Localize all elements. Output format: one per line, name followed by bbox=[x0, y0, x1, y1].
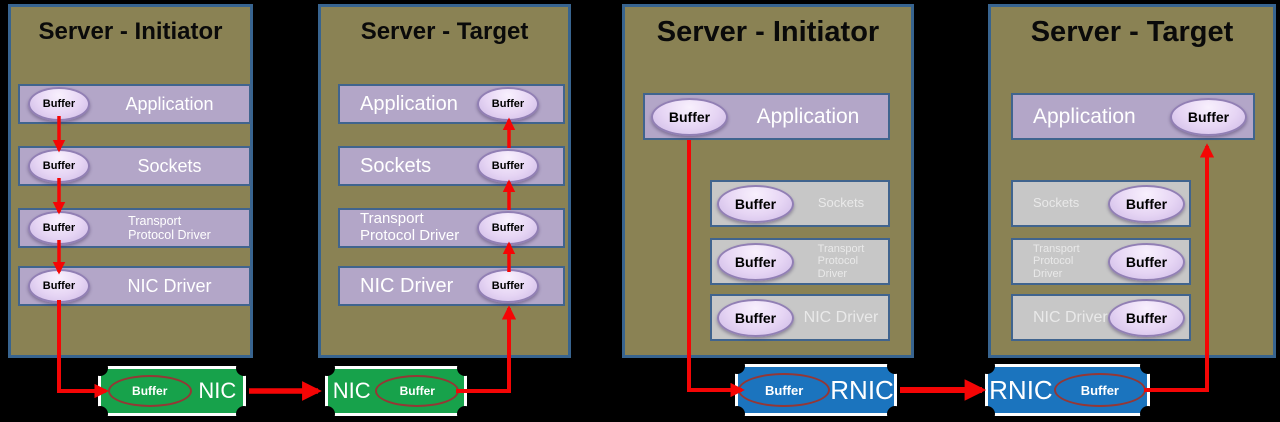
layer-label: Transport Protocol Driver bbox=[1013, 243, 1108, 280]
buffer-oval: Buffer bbox=[717, 242, 794, 281]
buffer-oval: Buffer bbox=[1053, 373, 1146, 407]
label-line: Protocol Driver bbox=[360, 227, 460, 244]
buffer-oval: Buffer bbox=[28, 87, 90, 121]
label-lines: Transport Protocol Driver bbox=[360, 210, 460, 245]
server-title: Server - Initiator bbox=[656, 16, 880, 48]
layer-sockets-bypassed: Sockets Buffer bbox=[1011, 180, 1191, 227]
corner-notch bbox=[887, 358, 903, 374]
corner-notch bbox=[729, 406, 745, 422]
buffer-oval: Buffer bbox=[1170, 97, 1247, 136]
layer-nic-driver: NIC Driver Buffer bbox=[338, 266, 565, 306]
corner-notch bbox=[236, 360, 252, 376]
buffer-oval: Buffer bbox=[28, 211, 90, 245]
corner-notch bbox=[729, 358, 745, 374]
layer-label: NIC Driver bbox=[127, 275, 212, 296]
buffer-oval: Buffer bbox=[477, 149, 539, 183]
layer-label: Transport Protocol Driver bbox=[794, 243, 888, 280]
server-title: Server - Initiator bbox=[38, 18, 223, 45]
layer-application: Buffer Application bbox=[18, 84, 251, 124]
server-title: Server - Target bbox=[360, 18, 529, 45]
label-line: Driver bbox=[1033, 267, 1063, 280]
rnic-label: RNIC bbox=[830, 374, 894, 405]
layer-label: Transport Protocol Driver bbox=[340, 210, 477, 245]
layer-label: NIC Driver bbox=[1033, 308, 1108, 326]
layer-transport-protocol-driver: Buffer Transport Protocol Driver bbox=[18, 208, 251, 248]
label-line: Protocol Driver bbox=[128, 228, 211, 242]
label-line: Driver bbox=[817, 267, 847, 280]
layer-label: Application bbox=[1033, 104, 1136, 128]
corner-notch bbox=[979, 358, 995, 374]
layer-label: NIC Driver bbox=[803, 308, 879, 326]
nic-label: NIC bbox=[198, 378, 237, 403]
layer-transport-protocol-driver: Transport Protocol Driver Buffer bbox=[338, 208, 565, 248]
layer-transport-bypassed: Transport Protocol Driver Buffer bbox=[1011, 238, 1191, 285]
corner-notch bbox=[887, 406, 903, 422]
layer-label: Sockets bbox=[137, 155, 202, 176]
buffer-oval: Buffer bbox=[375, 375, 460, 407]
buffer-oval: Buffer bbox=[738, 373, 831, 407]
buffer-oval: Buffer bbox=[717, 298, 794, 337]
layer-application: Application Buffer bbox=[1011, 93, 1255, 140]
server-target-rdma: Server - Target Application Buffer Socke… bbox=[988, 4, 1276, 358]
buffer-oval: Buffer bbox=[651, 97, 728, 136]
layer-label: Sockets bbox=[817, 195, 865, 211]
label-line: Protocol bbox=[817, 255, 859, 268]
nic-initiator: Buffer NIC bbox=[92, 360, 252, 422]
buffer-oval: Buffer bbox=[107, 375, 192, 407]
label-line: Transport bbox=[128, 214, 182, 228]
label-line: Transport bbox=[1033, 243, 1080, 256]
layer-application: Buffer Application bbox=[643, 93, 890, 140]
layer-label: Sockets bbox=[360, 154, 432, 177]
layer-sockets-bypassed: Buffer Sockets bbox=[710, 180, 890, 227]
layer-label: Application bbox=[756, 104, 860, 128]
buffer-oval: Buffer bbox=[477, 269, 539, 303]
corner-notch bbox=[236, 406, 252, 422]
layer-nic-driver: Buffer NIC Driver bbox=[18, 266, 251, 306]
server-initiator-rdma: Server - Initiator Buffer Application Bu… bbox=[622, 4, 914, 358]
buffer-oval: Buffer bbox=[1108, 242, 1185, 281]
layer-sockets: Sockets Buffer bbox=[338, 146, 565, 186]
layer-label: Application bbox=[360, 92, 458, 115]
corner-notch bbox=[319, 360, 335, 376]
buffer-oval: Buffer bbox=[1108, 298, 1185, 337]
rnic-label: RNIC bbox=[989, 374, 1053, 405]
label-lines: Transport Protocol Driver bbox=[1033, 243, 1080, 280]
nic-label: NIC bbox=[332, 378, 371, 403]
rnic-initiator: Buffer RNIC bbox=[729, 358, 903, 422]
label-lines: Transport Protocol Driver bbox=[818, 243, 865, 280]
layer-application: Application Buffer bbox=[338, 84, 565, 124]
corner-notch bbox=[979, 406, 995, 422]
layer-nic-driver-bypassed: Buffer NIC Driver bbox=[710, 294, 890, 341]
buffer-oval: Buffer bbox=[28, 269, 90, 303]
server-initiator-tcp: Server - Initiator Buffer Application Bu… bbox=[8, 4, 253, 358]
layer-nic-driver-bypassed: NIC Driver Buffer bbox=[1011, 294, 1191, 341]
label-line: Transport bbox=[817, 243, 865, 256]
server-title: Server - Target bbox=[1030, 16, 1234, 48]
layer-sockets: Buffer Sockets bbox=[18, 146, 251, 186]
layer-label: Application bbox=[125, 93, 214, 114]
label-line: Transport bbox=[360, 210, 424, 228]
layer-label: Transport Protocol Driver bbox=[90, 214, 249, 242]
rnic-target: RNIC Buffer bbox=[979, 358, 1156, 422]
label-line: Protocol bbox=[1033, 255, 1074, 268]
corner-notch bbox=[1140, 358, 1156, 374]
buffer-oval: Buffer bbox=[717, 184, 794, 223]
corner-notch bbox=[457, 406, 473, 422]
label-lines: Transport Protocol Driver bbox=[128, 214, 211, 242]
layer-label: NIC Driver bbox=[360, 274, 454, 297]
buffer-oval: Buffer bbox=[28, 149, 90, 183]
corner-notch bbox=[457, 360, 473, 376]
corner-notch bbox=[1140, 406, 1156, 422]
buffer-oval: Buffer bbox=[477, 87, 539, 121]
server-target-tcp: Server - Target Application Buffer Socke… bbox=[318, 4, 571, 358]
corner-notch bbox=[319, 406, 335, 422]
corner-notch bbox=[92, 360, 108, 376]
buffer-oval: Buffer bbox=[1108, 184, 1185, 223]
layer-transport-bypassed: Buffer Transport Protocol Driver bbox=[710, 238, 890, 285]
buffer-oval: Buffer bbox=[477, 211, 539, 245]
layer-label: Sockets bbox=[1033, 195, 1080, 211]
nic-target: NIC Buffer bbox=[319, 360, 473, 422]
corner-notch bbox=[92, 406, 108, 422]
